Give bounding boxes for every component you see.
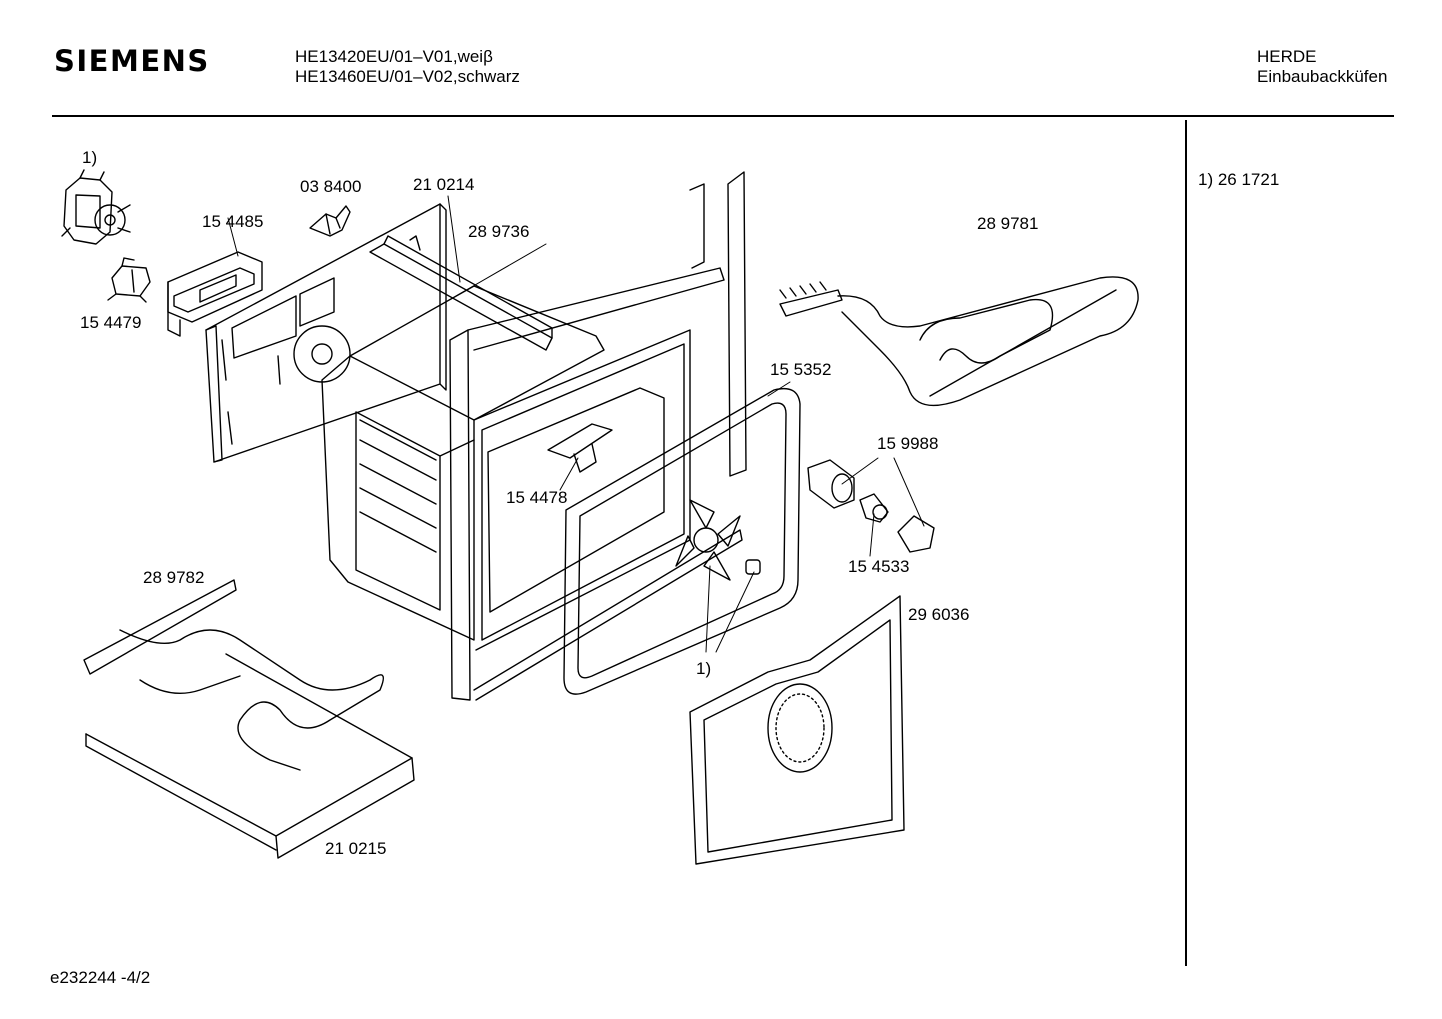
category: HERDE Einbaubackküfen — [1257, 47, 1387, 87]
model-line-1: HE13420EU/01–V01,weiβ — [295, 47, 493, 66]
callout-154533: 15 4533 — [848, 557, 910, 576]
callout-038400: 03 8400 — [300, 177, 362, 196]
callout-footnote-fan: 1) — [696, 659, 712, 678]
category-line-2: Einbaubackküfen — [1257, 67, 1388, 86]
bulb-part-154533[interactable] — [860, 494, 888, 522]
callout-159988: 15 9988 — [877, 434, 939, 453]
clip-part-038400[interactable] — [310, 206, 350, 236]
callout-155352: 15 5352 — [770, 360, 832, 379]
model-list: HE13420EU/01–V01,weiβ HE13460EU/01–V02,s… — [295, 47, 520, 87]
bottom-heater-part-289782[interactable] — [84, 580, 383, 770]
oven-cavity — [322, 286, 604, 640]
fan-part[interactable] — [676, 500, 760, 580]
leader-lines — [228, 196, 924, 652]
front-frame — [450, 172, 746, 700]
sidebar-rule — [1185, 120, 1187, 966]
callout-154478: 15 4478 — [506, 488, 568, 507]
thermostat-part[interactable] — [62, 170, 130, 244]
bracket-part-154478[interactable] — [548, 424, 612, 472]
lamp-holder-part-159988[interactable] — [808, 460, 854, 508]
top-heater-part-289781[interactable] — [780, 277, 1138, 406]
lamp-cover-part-159988[interactable] — [898, 516, 934, 552]
footnote: 1) 26 1721 — [1198, 170, 1280, 189]
callout-210215: 21 0215 — [325, 839, 387, 858]
header-rule — [52, 115, 1394, 117]
drawing-number: e232244 -4/2 — [50, 968, 151, 987]
brand-logo: SIEMENS — [54, 44, 210, 78]
exploded-view-drawing — [0, 0, 1180, 960]
category-line-1: HERDE — [1257, 47, 1317, 66]
rear-wall — [206, 204, 446, 462]
callout-154479: 15 4479 — [80, 313, 142, 332]
switch-part-154479[interactable] — [108, 258, 150, 302]
callout-footnote-thermostat: 1) — [82, 148, 98, 167]
callout-154485: 15 4485 — [202, 212, 264, 231]
callout-289736: 28 9736 — [468, 222, 530, 241]
callout-289781: 28 9781 — [977, 214, 1039, 233]
seal-part-155352[interactable] — [564, 389, 800, 695]
rail-part-289736[interactable] — [370, 236, 552, 350]
model-line-2: HE13460EU/01–V02,schwarz — [295, 67, 520, 86]
fan-cover-part-296036[interactable] — [690, 596, 904, 864]
bottom-tray-part-210215[interactable] — [86, 654, 414, 858]
callout-289782: 28 9782 — [143, 568, 205, 587]
callout-296036: 29 6036 — [908, 605, 970, 624]
switch-part-154485[interactable] — [168, 252, 262, 336]
callout-210214: 21 0214 — [413, 175, 475, 194]
